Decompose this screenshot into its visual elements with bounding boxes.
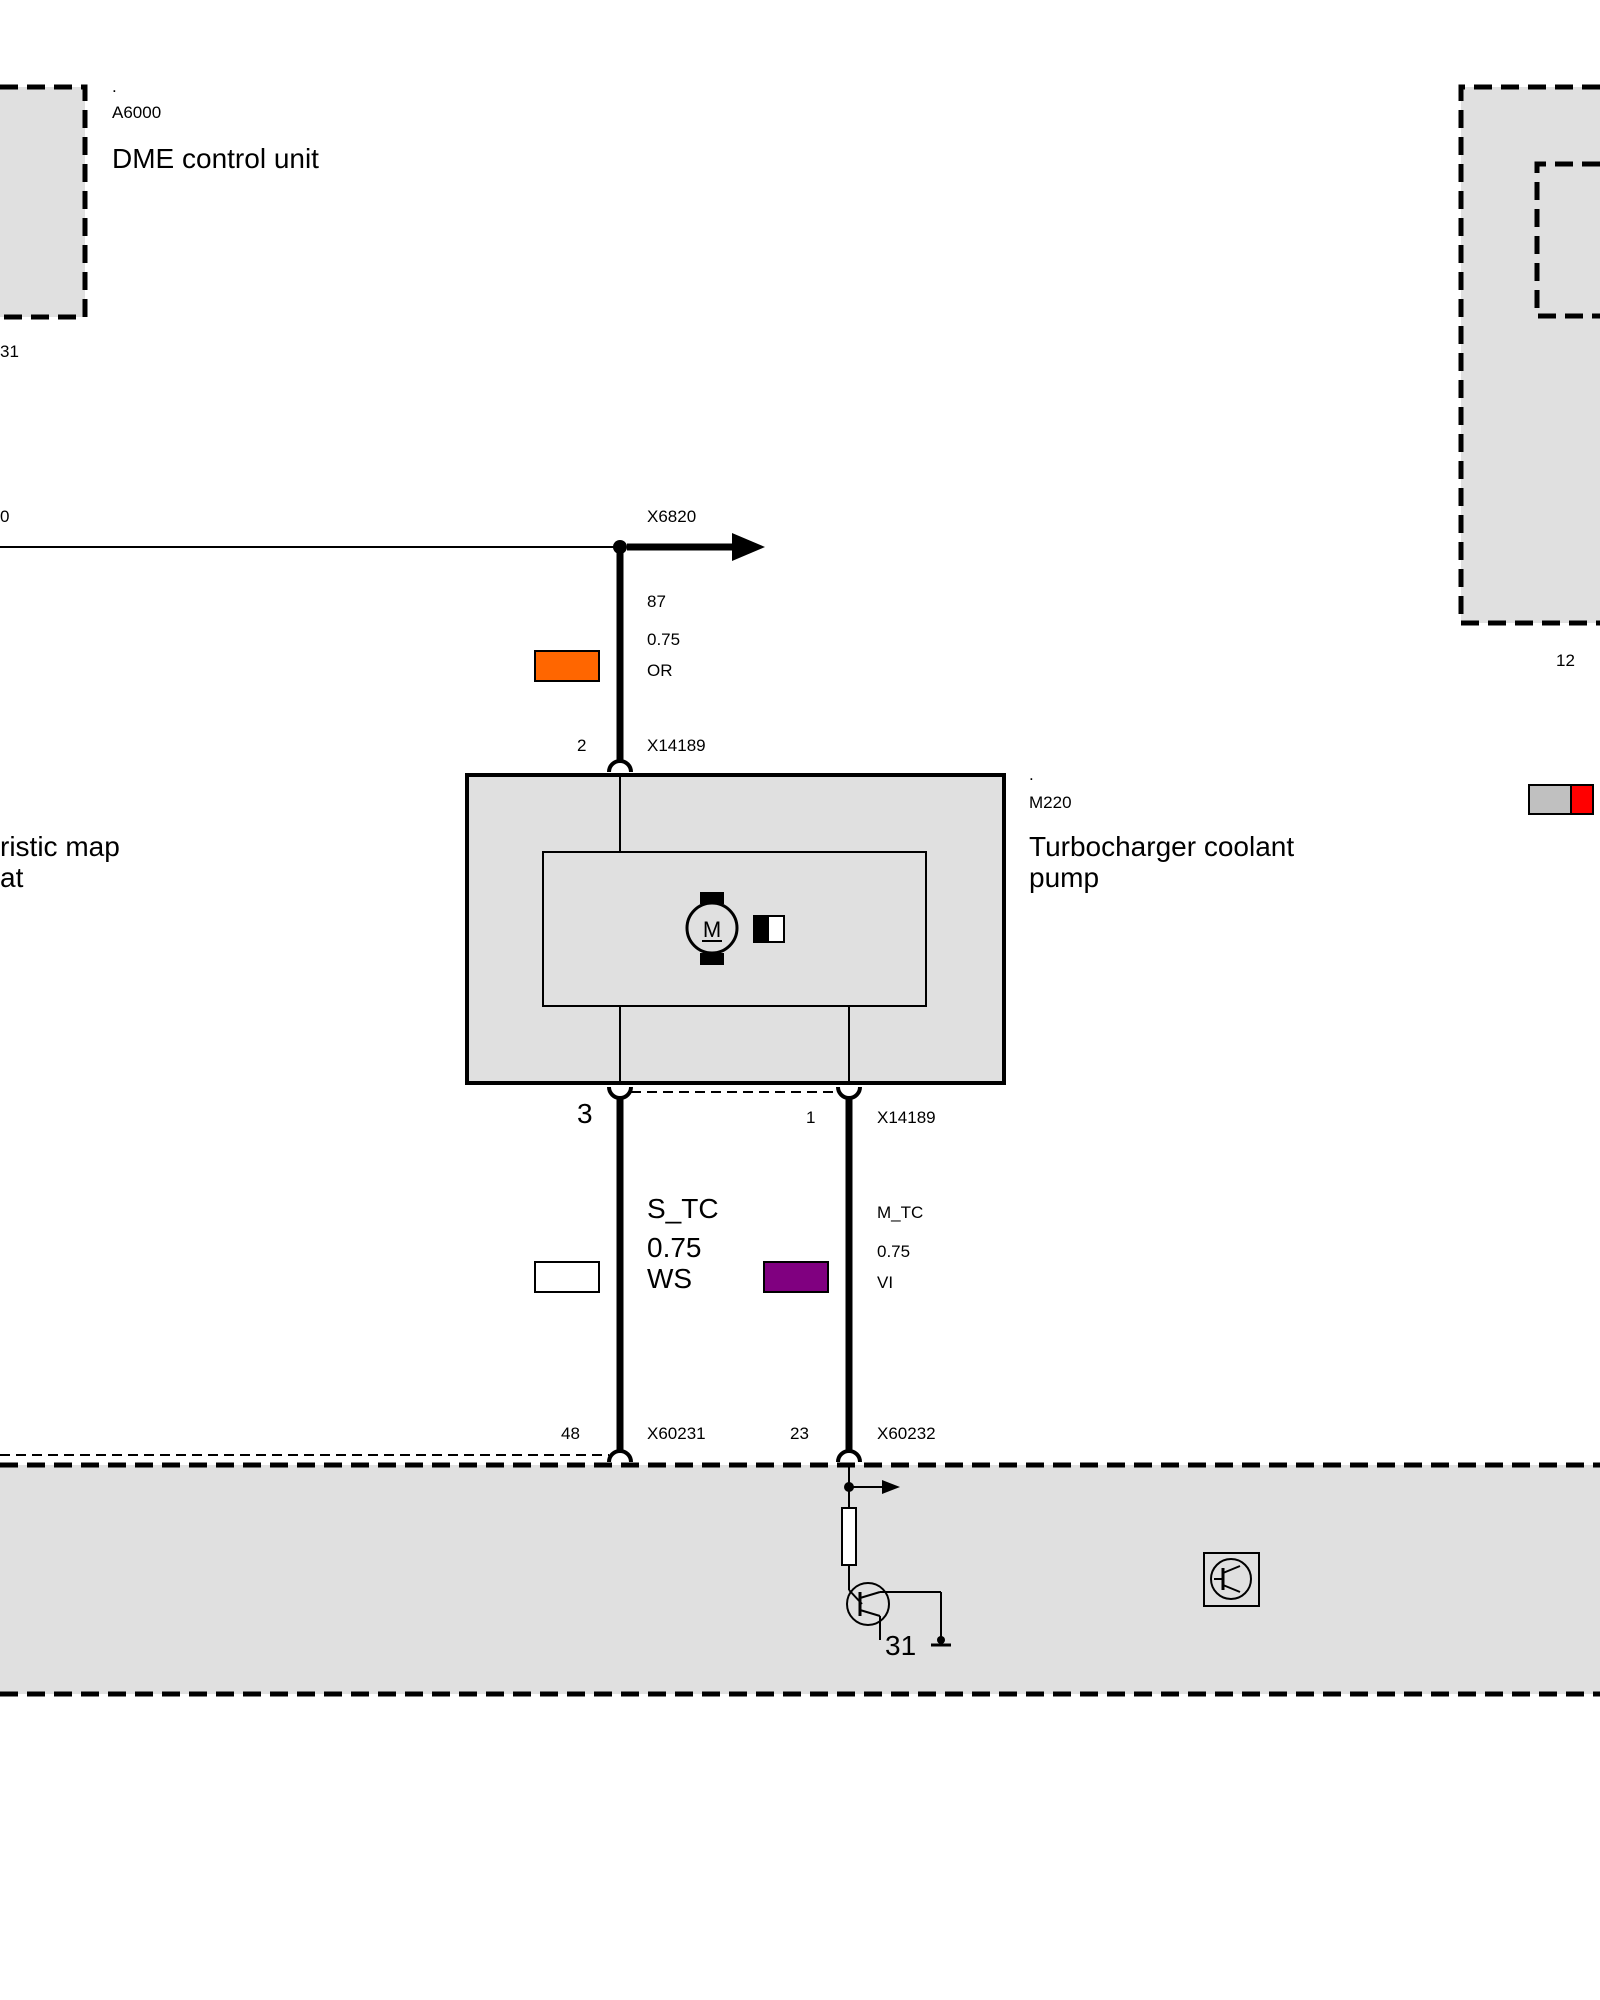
pump-bottom-connector: X14189 [877, 1108, 936, 1127]
bottom-connector-right: X60232 [877, 1424, 936, 1443]
right-unit-pin: 12 [1556, 651, 1575, 670]
pump-name-line2: pump [1029, 862, 1099, 893]
transistor-switch-circuit [841, 1465, 951, 1647]
bottom-control-unit-box [0, 1454, 1600, 1697]
wire-s-tc-signal: S_TC [647, 1193, 719, 1224]
component-status-icon [753, 915, 785, 943]
wire-orange-terminal: 87 [647, 592, 666, 611]
motor-letter: M [703, 917, 721, 942]
right-unit-box [1458, 84, 1600, 626]
bottom-connector-left: X60231 [647, 1424, 706, 1443]
dme-control-unit-box [0, 84, 88, 320]
pump-top-pin: 2 [577, 736, 586, 755]
pump-top-connector: X14189 [647, 736, 706, 755]
wire-m-tc-color-code: VI [877, 1273, 893, 1292]
arrow-right-icon [627, 533, 765, 561]
left-text-line1: ristic map [0, 831, 120, 862]
pump-code: M220 [1029, 793, 1072, 812]
pin-socket-bottom-left [607, 1086, 633, 1100]
pump-bottom-pin-left: 3 [577, 1098, 593, 1129]
wire-s-tc-color-code: WS [647, 1263, 692, 1294]
wire-m-tc-signal: M_TC [877, 1203, 923, 1222]
left-wire-label: 0 [0, 507, 9, 526]
bottom-pin-left: 48 [561, 1424, 580, 1443]
ground-label: 31 [885, 1630, 916, 1661]
pump-dot: . [1029, 765, 1034, 784]
right-wire-color-swatch [1528, 784, 1594, 815]
junction-connector: X6820 [647, 507, 696, 526]
pin-socket-top [607, 759, 633, 773]
wire-orange-gauge: 0.75 [647, 630, 680, 649]
wire-m-tc-gauge: 0.75 [877, 1242, 910, 1261]
motor-icon: M [685, 892, 739, 965]
pin-socket-bottom-unit-left [607, 1449, 633, 1463]
dme-code: A6000 [112, 103, 161, 122]
bottom-pin-right: 23 [790, 1424, 809, 1443]
wire-s-tc-gauge: 0.75 [647, 1232, 702, 1263]
wire-orange-color-code: OR [647, 661, 673, 680]
pin-socket-bottom-right [836, 1086, 862, 1100]
left-text-line2: at [0, 862, 24, 893]
wire-m-tc-color-swatch [763, 1261, 829, 1293]
pin-socket-bottom-unit-right [836, 1449, 862, 1463]
pump-bottom-pin-right: 1 [806, 1108, 815, 1127]
dme-name: DME control unit [112, 143, 319, 174]
dme-pin-fragment: 31 [0, 342, 19, 361]
wire-s-tc-color-swatch [534, 1261, 600, 1293]
pump-name-line1: Turbocharger coolant [1029, 831, 1294, 862]
transistor-icon [1203, 1552, 1260, 1607]
wire-orange-color-swatch [534, 650, 600, 682]
dme-dot: . [112, 77, 117, 96]
